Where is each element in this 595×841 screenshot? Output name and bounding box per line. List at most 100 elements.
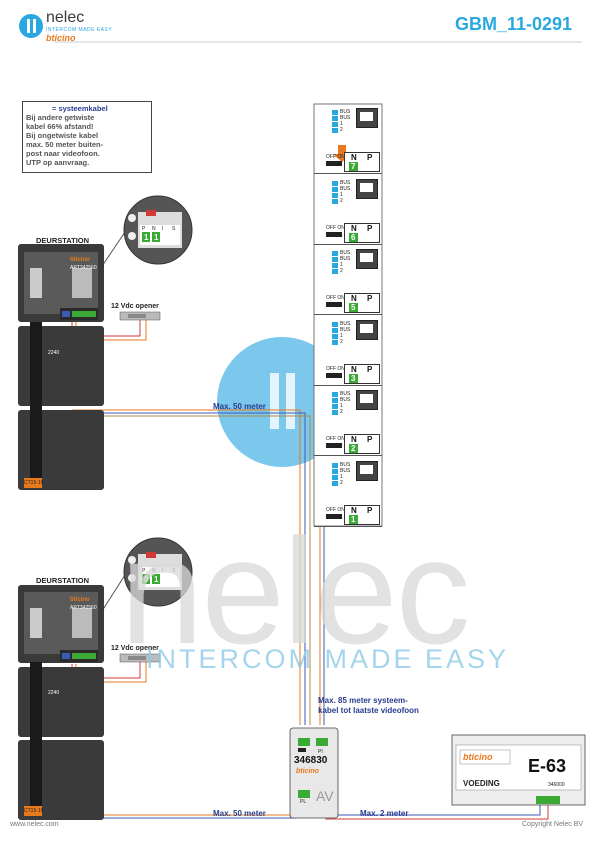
videophone-terminal <box>332 128 338 133</box>
videophone-address: 5 <box>351 303 356 312</box>
door-station-terminal: CT15-16 <box>24 808 44 814</box>
videophone-terminal <box>332 392 338 397</box>
dip-label: S <box>172 568 176 574</box>
videophone-terminal <box>332 192 338 198</box>
videophone-address-cell: 1 <box>349 514 358 524</box>
videophone-p-label: P <box>367 294 373 303</box>
videophone-switch <box>326 513 342 519</box>
videophone-terminal <box>332 257 338 262</box>
videophone-address-cell: 2 <box>349 444 358 453</box>
videophone-p-label: P <box>367 435 373 444</box>
videophone-screen <box>356 178 378 199</box>
door-station-module-code2: 2240 <box>48 350 60 356</box>
dip-value: 1 <box>154 233 159 242</box>
videophone-switch-label: OFF ON <box>326 295 345 301</box>
videophone-switch-label: OFF ON <box>326 506 345 513</box>
videophone-screen <box>356 249 378 269</box>
videophone-terminal-label: BUS <box>340 115 351 121</box>
dip-callout-1 <box>123 195 193 265</box>
videophone-address-cell: 3 <box>349 373 358 383</box>
videophone-terminal-label: 1 <box>340 332 343 339</box>
videophone-switch <box>326 161 342 166</box>
dip-label: N <box>152 226 156 232</box>
door-station-module-code: ART342560 <box>70 265 97 271</box>
note-title: = systeemkabel <box>52 104 108 113</box>
note-line: max. 50 meter buiten- <box>26 140 104 149</box>
videophone-n-label: N <box>351 435 357 444</box>
videophone-terminal-label: 1 <box>340 121 343 127</box>
videophone-terminal <box>332 116 338 121</box>
videophone-n-label: N <box>351 223 357 233</box>
psu-code: 346000 <box>548 782 565 788</box>
videophone-terminal <box>332 468 338 474</box>
logo-mark-bar <box>33 19 36 33</box>
psu-brand: bticino <box>463 752 493 762</box>
footer-website[interactable]: www.nelec.com <box>10 821 59 828</box>
videophone-terminal <box>332 198 338 204</box>
footer-copyright: Copyright Nelec BV <box>522 821 584 828</box>
videophone-address-cell: 5 <box>349 303 358 312</box>
videophone-terminal-label: BUS <box>340 256 351 262</box>
logo-mark <box>19 14 43 38</box>
videophone-switch-label: OFF ON <box>326 224 345 231</box>
door-opener-2 <box>119 653 161 663</box>
videophone-terminal-label: 2 <box>340 127 343 133</box>
videophone-terminal <box>332 263 338 268</box>
videophone-terminal <box>332 333 338 339</box>
videophone-terminal-label: 1 <box>340 473 343 480</box>
videophone-terminal-label: BUS <box>340 185 351 192</box>
watermark-bar <box>286 373 295 429</box>
door-station-label: DEURSTATION <box>36 236 90 245</box>
videophone-terminal <box>332 339 338 345</box>
note-line: Bij ongetwiste kabel <box>26 131 99 140</box>
door-opener-1 <box>119 311 161 321</box>
dip-value: 1 <box>144 233 149 242</box>
videophone-terminal <box>332 122 338 127</box>
door-station-brand: bticino <box>70 597 90 603</box>
videophone-terminal <box>332 110 338 115</box>
dip-label: N <box>152 568 156 574</box>
videophone-terminal-label: BUS <box>340 179 351 186</box>
door-station-module-code2: 2240 <box>48 690 60 696</box>
videophone-terminal <box>332 180 338 186</box>
videophone-n-label: N <box>351 294 357 303</box>
videophone-display <box>360 112 373 121</box>
watermark-bar <box>270 373 279 429</box>
videophone-terminal <box>332 474 338 480</box>
videophone-terminal-label: 2 <box>340 268 343 274</box>
dip-label: S <box>172 226 176 232</box>
videophone-switch <box>326 372 342 378</box>
videophone-screen <box>356 460 378 481</box>
cable-note: = systeemkabel Bij andere getwiste kabel… <box>22 101 152 173</box>
door-station-1 <box>18 244 104 490</box>
videophone-terminal-label: 1 <box>340 191 343 198</box>
videophone-address: 1 <box>351 514 356 524</box>
document-code: GBM_11-0291 <box>455 14 573 34</box>
videophone-switch-label: OFF ON <box>326 154 345 160</box>
note-line: UTP op aanvraag. <box>26 158 90 167</box>
dip-label: I <box>162 568 164 574</box>
dip-value: 0 <box>144 575 149 584</box>
distance-label: Max. 50 meter <box>213 402 266 411</box>
videophone-terminal <box>332 462 338 468</box>
videophone-switch-label: OFF ON <box>326 365 345 372</box>
videophone-terminal-label: 2 <box>340 197 343 204</box>
watermark-name: nelec <box>120 507 471 675</box>
videophone-terminal <box>332 186 338 192</box>
videophone-switch <box>326 443 342 448</box>
videophone-address: 3 <box>351 373 356 383</box>
distance-label: Max. 50 meter <box>213 809 266 818</box>
videophone-p-label: P <box>367 223 373 233</box>
dip-label: P <box>142 226 146 232</box>
av-pl-label: PL <box>300 799 307 805</box>
videophone-p-label: P <box>367 153 373 162</box>
opener-label: 12 Vdc opener <box>111 645 159 652</box>
door-station-label: DEURSTATION <box>36 576 90 585</box>
videophone-address: 2 <box>351 444 356 453</box>
videophone-terminal <box>332 404 338 409</box>
videophone-switch-label: OFF ON <box>326 436 345 442</box>
